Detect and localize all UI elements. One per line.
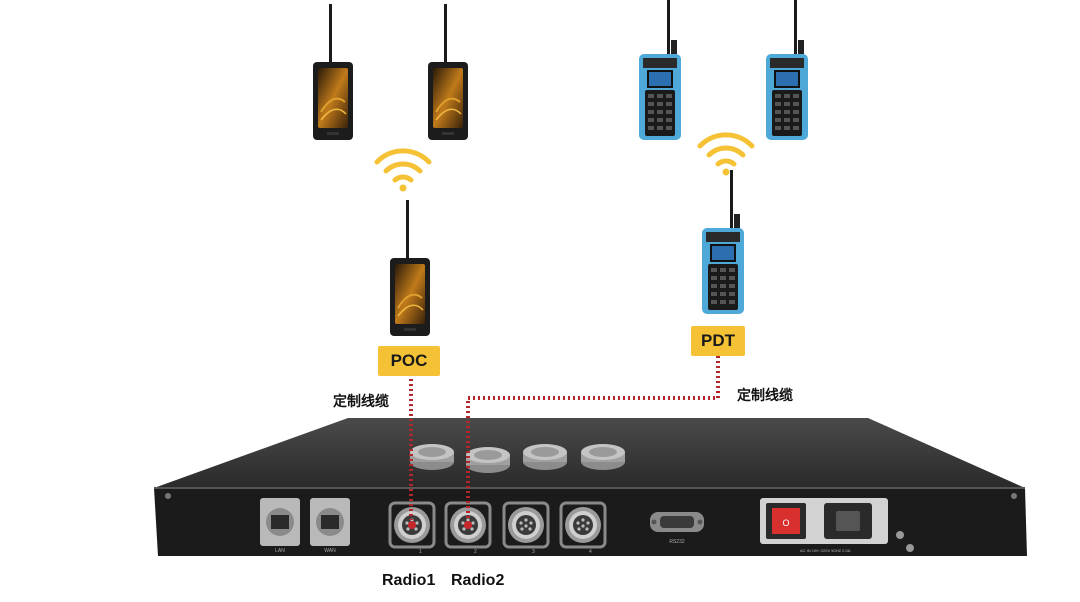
pdt-custom-cable (466, 356, 720, 520)
radio2-label: Radio2 (451, 572, 505, 589)
port-number-2: 2 (474, 549, 477, 555)
radio1-label: Radio1 (382, 572, 436, 589)
pdt-radio-icon (639, 0, 681, 140)
cap-plug (410, 444, 454, 470)
lan-port-label: LAN (275, 548, 285, 554)
port-number-4: 4 (589, 549, 592, 555)
power-module: O (760, 498, 888, 544)
pdt-gateway-radio-icon (702, 170, 744, 314)
cable-label-right: 定制线缆 (737, 388, 793, 404)
ethernet-port-wan (310, 498, 350, 546)
poc-gateway-handset-icon (389, 199, 431, 337)
svg-text:O: O (782, 518, 789, 528)
power-rating-label: AC IN 100~220V 50HZ 2.0A (800, 548, 851, 553)
rs232-port (650, 512, 704, 532)
rs232-label: RS232 (669, 539, 685, 545)
cap-plug (581, 444, 625, 470)
cap-plug (466, 447, 510, 473)
ethernet-port-lan (260, 498, 300, 546)
port-number-1: 1 (419, 549, 422, 555)
poc-tag: POC (378, 346, 440, 376)
port-number-3: 3 (532, 549, 535, 555)
wifi-signal-icon (700, 135, 752, 176)
wan-port-label: WAN (324, 548, 336, 554)
pdt-radio-icon (766, 0, 808, 140)
cable-label-left: 定制线缆 (333, 394, 389, 410)
pdt-tag: PDT (691, 326, 745, 356)
cap-plug (523, 444, 567, 470)
poc-handset-icon (427, 3, 469, 141)
poc-handset-icon (312, 3, 354, 141)
wifi-signal-icon (377, 151, 429, 192)
